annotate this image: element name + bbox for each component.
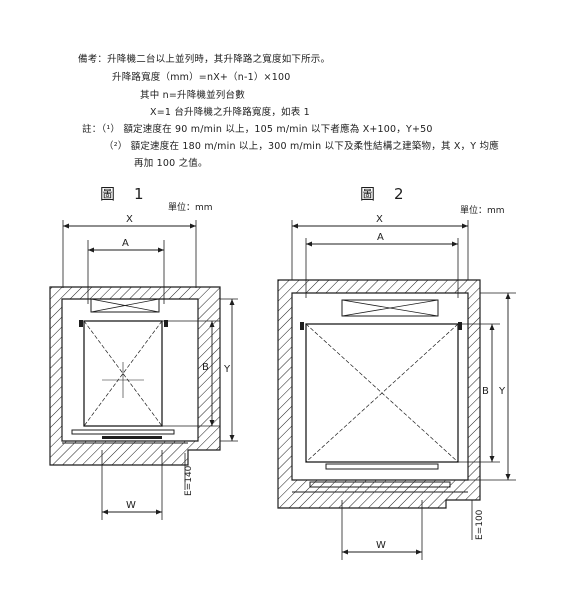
fig1-label-b: B — [202, 362, 209, 373]
fig2-label-b: B — [482, 386, 489, 397]
figure2-unit: 單位：mm — [460, 206, 505, 216]
note2-marker: （²） — [104, 141, 128, 152]
fig1-label-x: X — [126, 214, 133, 225]
remark-heading: 備考： — [78, 54, 108, 65]
fig2-label-a: A — [377, 232, 384, 243]
formula-line: 升降路寬度（mm）=nX+（n-1）×100 — [112, 72, 291, 83]
fig1-label-y: Y — [223, 364, 231, 375]
fig1-car — [83, 320, 163, 427]
fig2-rail-right — [458, 322, 462, 330]
note2-continuation: 再加 100 之值。 — [134, 158, 208, 169]
fig2-label-y: Y — [498, 386, 506, 397]
note1-line: 註：（¹） 額定速度在 90 m/min 以上，105 m/min 以下者應為 … — [82, 121, 433, 135]
fig1-car-door — [71, 429, 175, 435]
fig2-car-door — [325, 463, 439, 470]
fig2-car — [305, 323, 459, 463]
note2-line: （²） 額定速度在 180 m/min 以上，300 m/min 以下及柔性結構… — [104, 138, 499, 152]
fig1-label-e: E=140 — [184, 465, 194, 496]
x-definition-line: X=1 台升降機之升降路寬度，如表 1 — [150, 107, 310, 118]
fig2-label-e: E=100 — [475, 509, 485, 540]
remark-text: 升降機二台以上並列時，其升降路之寬度如下所示。 — [107, 54, 331, 65]
note1-marker: （¹） — [101, 124, 121, 135]
fig1-rail-left — [79, 320, 83, 327]
fig1-hall-door — [102, 436, 162, 439]
fig1-counterweight — [90, 298, 160, 313]
figure2-title: 圖 2 — [360, 185, 406, 203]
fig2-label-x: X — [376, 214, 383, 225]
figure1-unit: 單位：mm — [168, 203, 213, 213]
note1-text: 額定速度在 90 m/min 以上，105 m/min 以下者應為 X+100，… — [123, 124, 433, 135]
figure1-title: 圖 1 — [100, 185, 146, 203]
fig2-rail-left — [300, 322, 304, 330]
fig1-rail-right — [164, 320, 168, 327]
remark-line: 備考：升降機二台以上並列時，其升降路之寬度如下所示。 — [78, 51, 330, 65]
note2-text: 額定速度在 180 m/min 以上，300 m/min 以下及柔性結構之建築物… — [130, 141, 499, 152]
fig2-label-w: W — [376, 540, 386, 551]
note-heading: 註： — [82, 124, 102, 135]
fig2-hoistway-wall — [277, 279, 481, 509]
fig2-counterweight — [341, 299, 439, 317]
fig2-hall-door — [309, 481, 451, 488]
fig1-label-w: W — [126, 500, 136, 511]
figure2-drawing: X A B Y E=100 — [277, 214, 516, 560]
where-line: 其中 n=升降機並列台數 — [140, 90, 245, 101]
figure1-drawing: X A B Y — [49, 214, 238, 520]
fig1-label-a: A — [122, 238, 129, 249]
